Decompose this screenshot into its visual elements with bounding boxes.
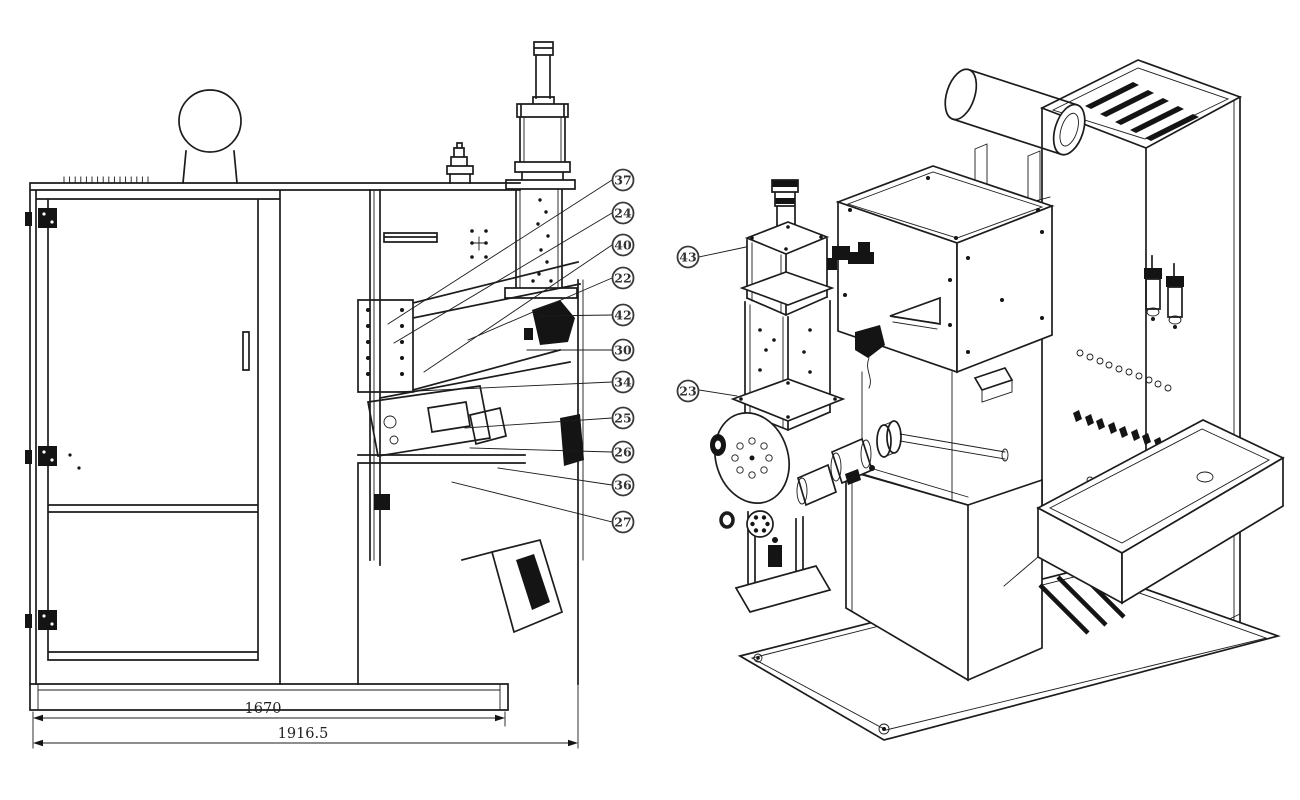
balloon-34: 34: [611, 370, 635, 394]
cylinder-bolt-dots: [531, 198, 553, 283]
collection-tray: [1003, 419, 1285, 605]
balloon-26: 26: [611, 440, 635, 464]
lower-bracket: [719, 510, 832, 613]
support-rails: [849, 371, 969, 507]
vent-slots: [1085, 82, 1199, 141]
door-handle: [242, 331, 250, 371]
tower-top-rim: [1051, 67, 1230, 140]
balloon-40: 40: [611, 233, 635, 257]
bolt-pattern: [470, 229, 488, 259]
mid-column: [357, 189, 579, 685]
balloon-25: 25: [611, 406, 635, 430]
head-box: [835, 165, 1055, 403]
connector-wire: [867, 357, 871, 389]
balloon-23: 23: [676, 379, 700, 403]
dome-top: [178, 89, 242, 153]
dome-stand: [182, 150, 238, 184]
svg-text:26: 26: [614, 445, 632, 460]
machine-base: [29, 683, 509, 711]
machine-base-inner: [37, 683, 501, 711]
panel-hole-row-upper: [1076, 349, 1172, 392]
floor-plate-bolts: [753, 653, 890, 735]
top-bar-and-valve: [383, 142, 474, 243]
air-tank: [944, 68, 1086, 156]
balloon-24: 24: [611, 201, 635, 225]
svg-text:42: 42: [614, 308, 631, 323]
svg-text:30: 30: [614, 343, 632, 358]
right-view: 43 23: [676, 59, 1285, 741]
balloon-22: 22: [611, 266, 635, 290]
svg-text:23: 23: [679, 384, 696, 399]
feed-cylinder-tower: [730, 179, 846, 431]
svg-text:24: 24: [614, 206, 632, 221]
svg-text:37: 37: [614, 173, 631, 188]
pedestal: [845, 468, 1043, 682]
balloon-37: 37: [611, 168, 635, 192]
dimension-lines: [40, 717, 571, 744]
mid-column-inner: [373, 189, 584, 561]
door-screw-dots: [68, 453, 81, 470]
hinge-bolt-dots: [42, 212, 54, 626]
svg-text:25: 25: [614, 411, 631, 426]
filter-regulator: [1144, 255, 1184, 329]
svg-text:34: 34: [614, 375, 632, 390]
dimension-label-width-outer: 1916.5: [278, 726, 329, 742]
index-disc-assembly: [710, 412, 1009, 507]
svg-text:36: 36: [614, 478, 632, 493]
head-box-connectors: [832, 242, 885, 358]
left-view: 1670 1916.5 37 24 40 22 42 30 34 25 26 3…: [25, 41, 635, 749]
vent-ticks: [63, 176, 149, 184]
balloon-36: 36: [611, 473, 635, 497]
mechanism-dark-parts: [374, 300, 584, 610]
cabinet-outline: [29, 182, 521, 685]
balloon-30: 30: [611, 338, 635, 362]
svg-text:43: 43: [679, 250, 696, 265]
svg-text:27: 27: [614, 515, 631, 530]
svg-text:40: 40: [614, 238, 632, 253]
balloon-27: 27: [611, 510, 635, 534]
air-cylinder: [504, 41, 578, 299]
svg-text:22: 22: [614, 271, 631, 286]
dimension-label-width-inner: 1670: [245, 701, 282, 717]
mechanism-plate-bolts: [366, 308, 404, 445]
air-cylinder-inner: [519, 116, 562, 289]
leader-lines-left: [387, 179, 613, 523]
balloon-43: 43: [676, 245, 700, 269]
balloon-42: 42: [611, 303, 635, 327]
leader-lines-right: [698, 246, 747, 397]
